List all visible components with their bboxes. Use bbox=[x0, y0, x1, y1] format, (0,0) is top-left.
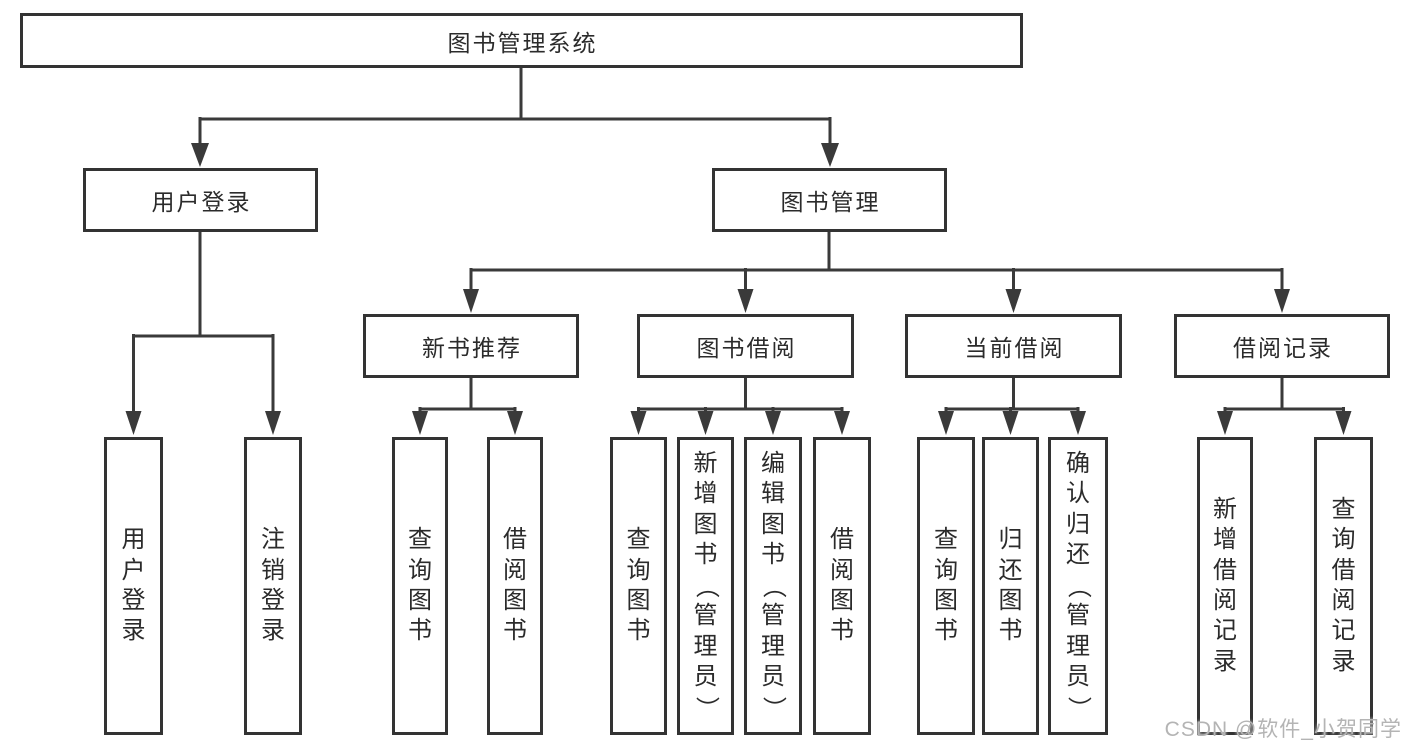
leaf-borrow-books: 借阅图书 bbox=[813, 437, 871, 735]
node-current-borrow: 当前借阅 bbox=[905, 314, 1122, 378]
leaf-add-borrow-record: 新增借阅记录 bbox=[1197, 437, 1253, 735]
csdn-watermark: CSDN @软件_小贺同学 bbox=[1164, 718, 1402, 741]
node-root: 图书管理系统 bbox=[20, 13, 1023, 68]
leaf-query-borrow-record: 查询借阅记录 bbox=[1314, 437, 1373, 735]
leaf-edit-books-admin: 编辑图书（管理员） bbox=[744, 437, 802, 735]
leaf-query-books-current: 查询图书 bbox=[917, 437, 975, 735]
leaf-borrow-books-recommend: 借阅图书 bbox=[487, 437, 543, 735]
leaf-query-books-recommend: 查询图书 bbox=[392, 437, 448, 735]
node-book-borrow: 图书借阅 bbox=[637, 314, 854, 378]
leaf-confirm-return-admin: 确认归还（管理员） bbox=[1048, 437, 1108, 735]
node-book-management: 图书管理 bbox=[712, 168, 947, 232]
node-new-book-recommend: 新书推荐 bbox=[363, 314, 579, 378]
leaf-user-login: 用户登录 bbox=[104, 437, 163, 735]
leaf-return-books: 归还图书 bbox=[982, 437, 1039, 735]
leaf-logout: 注销登录 bbox=[244, 437, 302, 735]
leaf-add-books-admin: 新增图书（管理员） bbox=[677, 437, 734, 735]
leaf-query-books-borrow: 查询图书 bbox=[610, 437, 667, 735]
node-user-login: 用户登录 bbox=[83, 168, 318, 232]
node-borrow-records: 借阅记录 bbox=[1174, 314, 1390, 378]
